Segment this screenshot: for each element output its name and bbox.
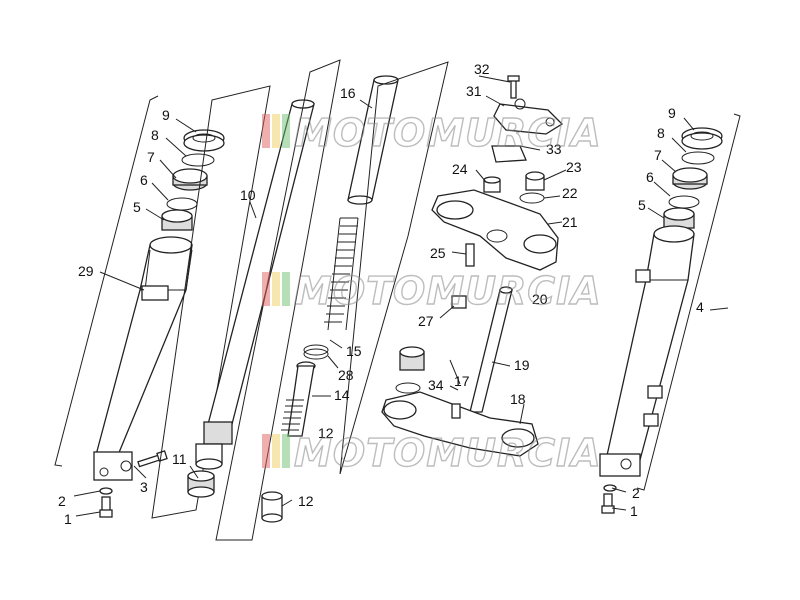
spring-seat-ring <box>303 344 329 356</box>
label-7-left: 7 <box>147 149 155 165</box>
rod-bushing <box>261 491 283 523</box>
left-drain-screw <box>101 496 111 512</box>
right-fork-slider <box>599 225 695 477</box>
label-7-right: 7 <box>654 147 662 163</box>
label-6-right: 6 <box>646 169 654 185</box>
plug-washer <box>519 192 545 204</box>
label-2-left: 2 <box>58 493 66 509</box>
left-washer <box>166 197 198 211</box>
label-29: 29 <box>78 263 94 279</box>
label-12-upper: 12 <box>318 425 334 441</box>
label-1-right: 1 <box>630 503 638 519</box>
right-circlip <box>681 151 715 165</box>
label-10: 10 <box>240 187 256 203</box>
watermark-text-middle: MOTOMURCIA <box>294 269 602 313</box>
stem-cap <box>451 295 467 309</box>
label-20: 20 <box>532 291 548 307</box>
part-number-labels: 9 8 7 6 5 29 2 1 3 10 11 16 15 28 14 12 … <box>58 61 704 527</box>
label-9-right: 9 <box>668 105 676 121</box>
label-12-lower: 12 <box>298 493 314 509</box>
left-leg-bracket-frame <box>54 95 159 467</box>
right-washer <box>668 195 700 209</box>
top-yoke <box>431 189 559 271</box>
label-2-right: 2 <box>632 485 640 501</box>
label-4: 4 <box>696 299 704 315</box>
watermark-text-top: MOTOMURCIA <box>294 111 602 155</box>
label-16: 16 <box>340 85 356 101</box>
label-15: 15 <box>346 343 362 359</box>
label-17: 17 <box>454 373 470 389</box>
yoke-pin <box>465 243 475 267</box>
left-circlip <box>181 153 215 167</box>
label-25: 25 <box>430 245 446 261</box>
left-axle-bolt <box>137 450 168 468</box>
label-5-left: 5 <box>133 199 141 215</box>
watermark-top: MOTOMURCIA <box>262 110 602 156</box>
centre-left-bracket-frame <box>151 85 271 519</box>
left-fork-leg-group <box>54 95 225 518</box>
centre-bracket-frame <box>215 59 341 541</box>
label-31: 31 <box>466 83 482 99</box>
label-19: 19 <box>514 357 530 373</box>
left-fork-slider <box>93 236 193 481</box>
stem-oring <box>395 382 421 394</box>
watermark-middle: MOTOMURCIA <box>262 268 602 314</box>
label-28: 28 <box>338 367 354 383</box>
label-33: 33 <box>546 141 562 157</box>
label-24: 24 <box>452 161 468 177</box>
label-32: 32 <box>474 61 490 77</box>
handlebar-clamp <box>493 98 564 135</box>
right-fork-leg-group <box>599 113 741 514</box>
centre-right-bracket-frame <box>339 61 449 475</box>
label-21: 21 <box>562 214 578 230</box>
steering-group <box>381 75 564 457</box>
label-3: 3 <box>140 479 148 495</box>
fork-spring <box>324 217 359 331</box>
right-drain-washer <box>603 484 617 492</box>
watermark-bottom: MOTOMURCIA <box>262 430 602 476</box>
label-18: 18 <box>510 391 526 407</box>
watermark-text-bottom: MOTOMURCIA <box>294 431 602 475</box>
steering-stem <box>469 286 513 413</box>
stem-plug <box>399 346 425 371</box>
left-drain-washer <box>99 487 113 495</box>
leader-lines <box>73 75 729 517</box>
label-14: 14 <box>334 387 350 403</box>
label-9-left: 9 <box>162 107 170 123</box>
rod-end-cap <box>187 470 215 498</box>
label-11: 11 <box>172 451 187 467</box>
label-8-left: 8 <box>151 127 159 143</box>
label-34: 34 <box>428 377 444 393</box>
label-23: 23 <box>566 159 582 175</box>
label-22: 22 <box>562 185 578 201</box>
label-27: 27 <box>418 313 434 329</box>
label-6-left: 6 <box>140 172 148 188</box>
right-leg-bracket-frame <box>636 113 741 491</box>
clamp-lower-half <box>491 145 527 163</box>
label-8-right: 8 <box>657 125 665 141</box>
rebound-rod <box>281 361 316 437</box>
label-1-left: 1 <box>64 511 72 527</box>
bottom-yoke <box>381 391 539 457</box>
label-5-right: 5 <box>638 197 646 213</box>
